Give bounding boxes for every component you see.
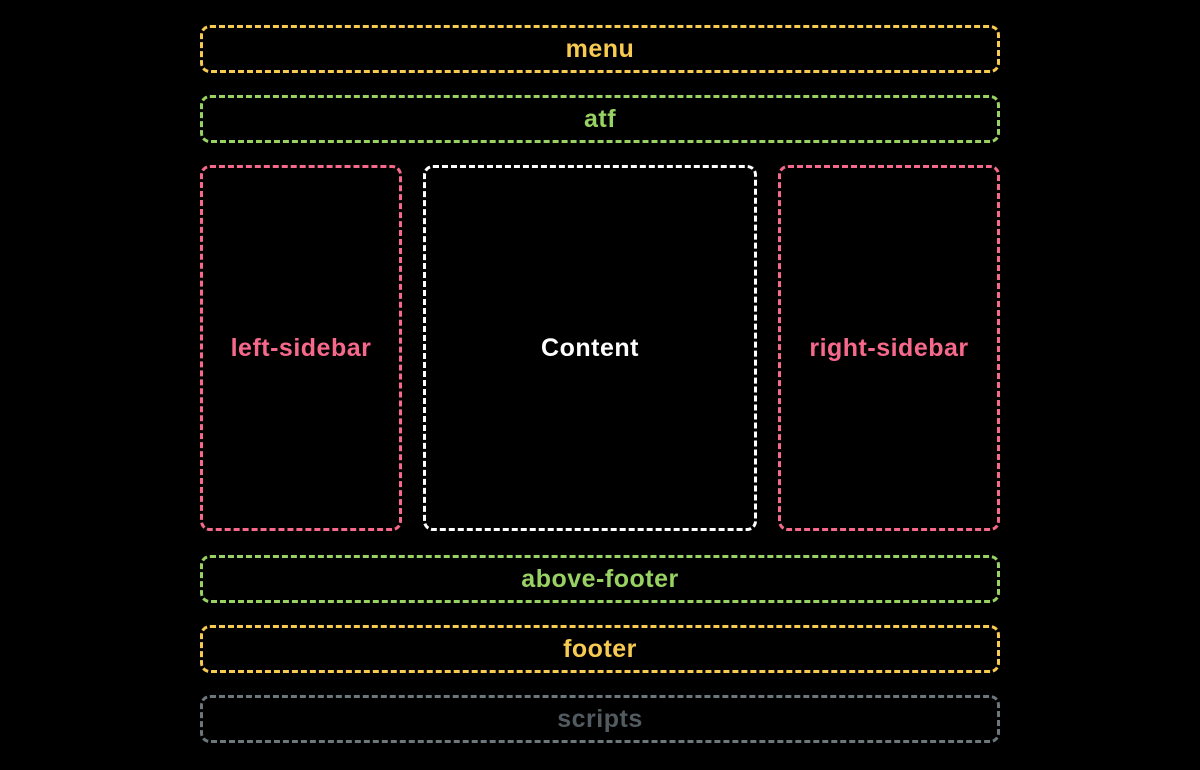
region-left-sidebar: left-sidebar: [200, 165, 402, 531]
region-atf: atf: [200, 95, 1000, 143]
region-scripts: scripts: [200, 695, 1000, 743]
region-footer-label: footer: [563, 634, 637, 663]
region-footer: footer: [200, 625, 1000, 673]
region-right-sidebar-label: right-sidebar: [809, 333, 969, 362]
region-above-footer: above-footer: [200, 555, 1000, 603]
diagram-content-area: menu atf left-sidebar Content right-side…: [200, 25, 1000, 743]
region-atf-label: atf: [583, 104, 617, 133]
region-right-sidebar: right-sidebar: [778, 165, 1000, 531]
region-menu: menu: [200, 25, 1000, 73]
middle-row: left-sidebar Content right-sidebar: [200, 165, 1000, 531]
region-content: Content: [423, 165, 757, 531]
region-menu-label: menu: [565, 34, 635, 63]
region-above-footer-label: above-footer: [521, 564, 679, 593]
region-left-sidebar-label: left-sidebar: [230, 333, 372, 362]
region-scripts-label: scripts: [557, 704, 643, 733]
region-content-label: Content: [541, 333, 639, 362]
